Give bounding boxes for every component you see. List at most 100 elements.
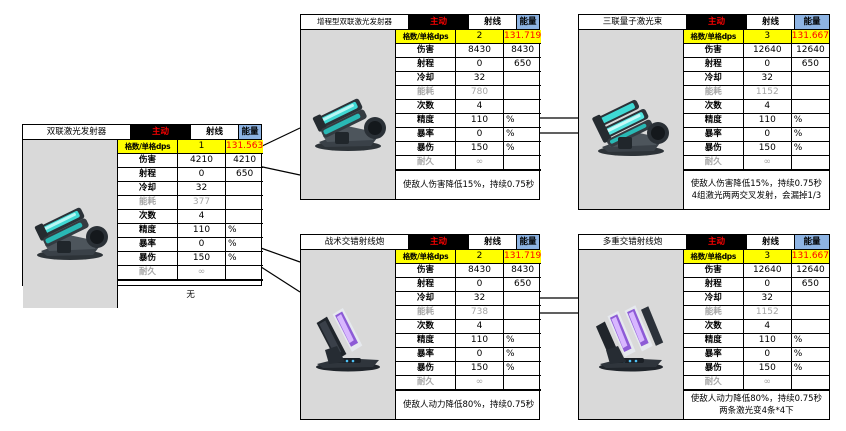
stat-value-energy: 8430	[511, 265, 535, 275]
stat-value-beam: 3	[743, 250, 792, 263]
stat-row: 耐久∞	[396, 376, 542, 390]
stat-value-beam: ∞	[178, 266, 226, 279]
stat-value-energy: %	[506, 335, 515, 345]
unit-card-enhanced-dual-laser-emitter[interactable]: 增程型双联激光发射器 主动 射线 能量	[300, 14, 542, 200]
card-note-line: 使敌人动力降低80%，持续0.75秒	[402, 400, 535, 410]
stat-value-energy	[504, 72, 541, 85]
unit-card-triple-quantum-laser-beam[interactable]: 三联量子激光束 主动 射线 能量	[578, 14, 830, 210]
stat-value-energy: 8430	[511, 45, 535, 55]
stat-label: 伤害	[684, 264, 744, 277]
column-header-energy: 能量	[517, 235, 539, 249]
stat-value-beam: 4	[744, 100, 792, 113]
stat-label: 暴率	[118, 238, 178, 251]
column-header-beam: 射线	[469, 235, 517, 249]
stat-label: 能耗	[684, 86, 744, 99]
stat-label: 能耗	[118, 196, 178, 209]
card-note: 使敌人动力降低80%，持续0.75秒两条激光变4条*4下	[683, 390, 829, 419]
stat-value-beam: 32	[456, 72, 504, 85]
unit-card-multi-staggered-ray-cannon[interactable]: 多重交错射线炮 主动 射线 能量	[578, 234, 830, 420]
connector-base-to-tactical-top	[257, 246, 301, 263]
stat-value-energy: 12640	[796, 265, 825, 275]
stat-value-beam: 0	[456, 278, 504, 291]
card-note: 使敌人动力降低80%，持续0.75秒	[396, 390, 542, 419]
stat-value-energy: %	[506, 349, 515, 359]
stat-value-energy: %	[506, 129, 515, 139]
card-title: 多重交错射线炮	[579, 235, 687, 249]
stat-value-energy: %	[228, 239, 237, 249]
stat-label: 射程	[118, 168, 178, 181]
stat-label: 射程	[684, 58, 744, 71]
stat-value-energy	[792, 72, 829, 85]
stat-value-beam: 110	[178, 224, 226, 237]
stat-label: 暴伤	[396, 362, 456, 375]
stat-value-beam: 0	[456, 128, 504, 141]
stat-value-beam: 110	[456, 114, 504, 127]
column-header-energy: 能量	[795, 15, 829, 29]
stat-label: 冷却	[396, 292, 456, 305]
card-title-bar: 三联量子激光束 主动 射线 能量	[579, 15, 829, 30]
card-note: 无	[118, 280, 264, 308]
stat-value-beam: ∞	[456, 376, 504, 389]
stat-value-beam: 32	[456, 292, 504, 305]
stat-value-energy	[504, 306, 541, 319]
stat-value-beam: 2	[456, 250, 504, 263]
column-header-active: 主动	[687, 15, 747, 29]
stat-value-beam: 780	[456, 86, 504, 99]
stat-label: 伤害	[118, 154, 178, 167]
unit-card-tactical-staggered-ray-cannon[interactable]: 战术交错射线炮 主动 射线 能量	[300, 234, 542, 420]
stat-label: 格数/单格dps	[683, 30, 744, 43]
card-title-bar: 战术交错射线炮 主动 射线 能量	[301, 235, 539, 250]
stat-label: 射程	[396, 58, 456, 71]
stat-value-beam: 110	[744, 334, 792, 347]
card-title: 战术交错射线炮	[301, 235, 409, 249]
stat-value-energy	[504, 156, 541, 169]
stat-value-energy	[504, 292, 541, 305]
stat-value-beam: 110	[456, 334, 504, 347]
stat-value-beam: 150	[744, 142, 792, 155]
stat-value-beam: 32	[744, 292, 792, 305]
stat-value-beam: 8430	[456, 264, 504, 277]
stat-value-beam: 0	[178, 238, 226, 251]
stat-value-beam: 1152	[744, 86, 792, 99]
column-header-beam: 射线	[747, 15, 795, 29]
stat-label: 能耗	[684, 306, 744, 319]
stat-label: 冷却	[396, 72, 456, 85]
stat-value-energy: 650	[801, 59, 819, 69]
turret-icon-cyan	[34, 207, 108, 260]
unit-card-dual-laser-emitter[interactable]: 双联激光发射器 主动 射线 能量	[22, 124, 264, 308]
stat-label: 精度	[118, 224, 178, 237]
stat-label: 耐久	[396, 376, 456, 389]
column-header-active: 主动	[409, 15, 469, 29]
stat-value-energy	[792, 292, 829, 305]
stat-label: 精度	[684, 334, 744, 347]
stat-label: 能耗	[396, 86, 456, 99]
card-note-line: 无	[186, 289, 195, 300]
stat-label: 暴伤	[118, 252, 178, 265]
stat-label: 暴率	[396, 128, 456, 141]
stat-label: 耐久	[684, 156, 744, 169]
